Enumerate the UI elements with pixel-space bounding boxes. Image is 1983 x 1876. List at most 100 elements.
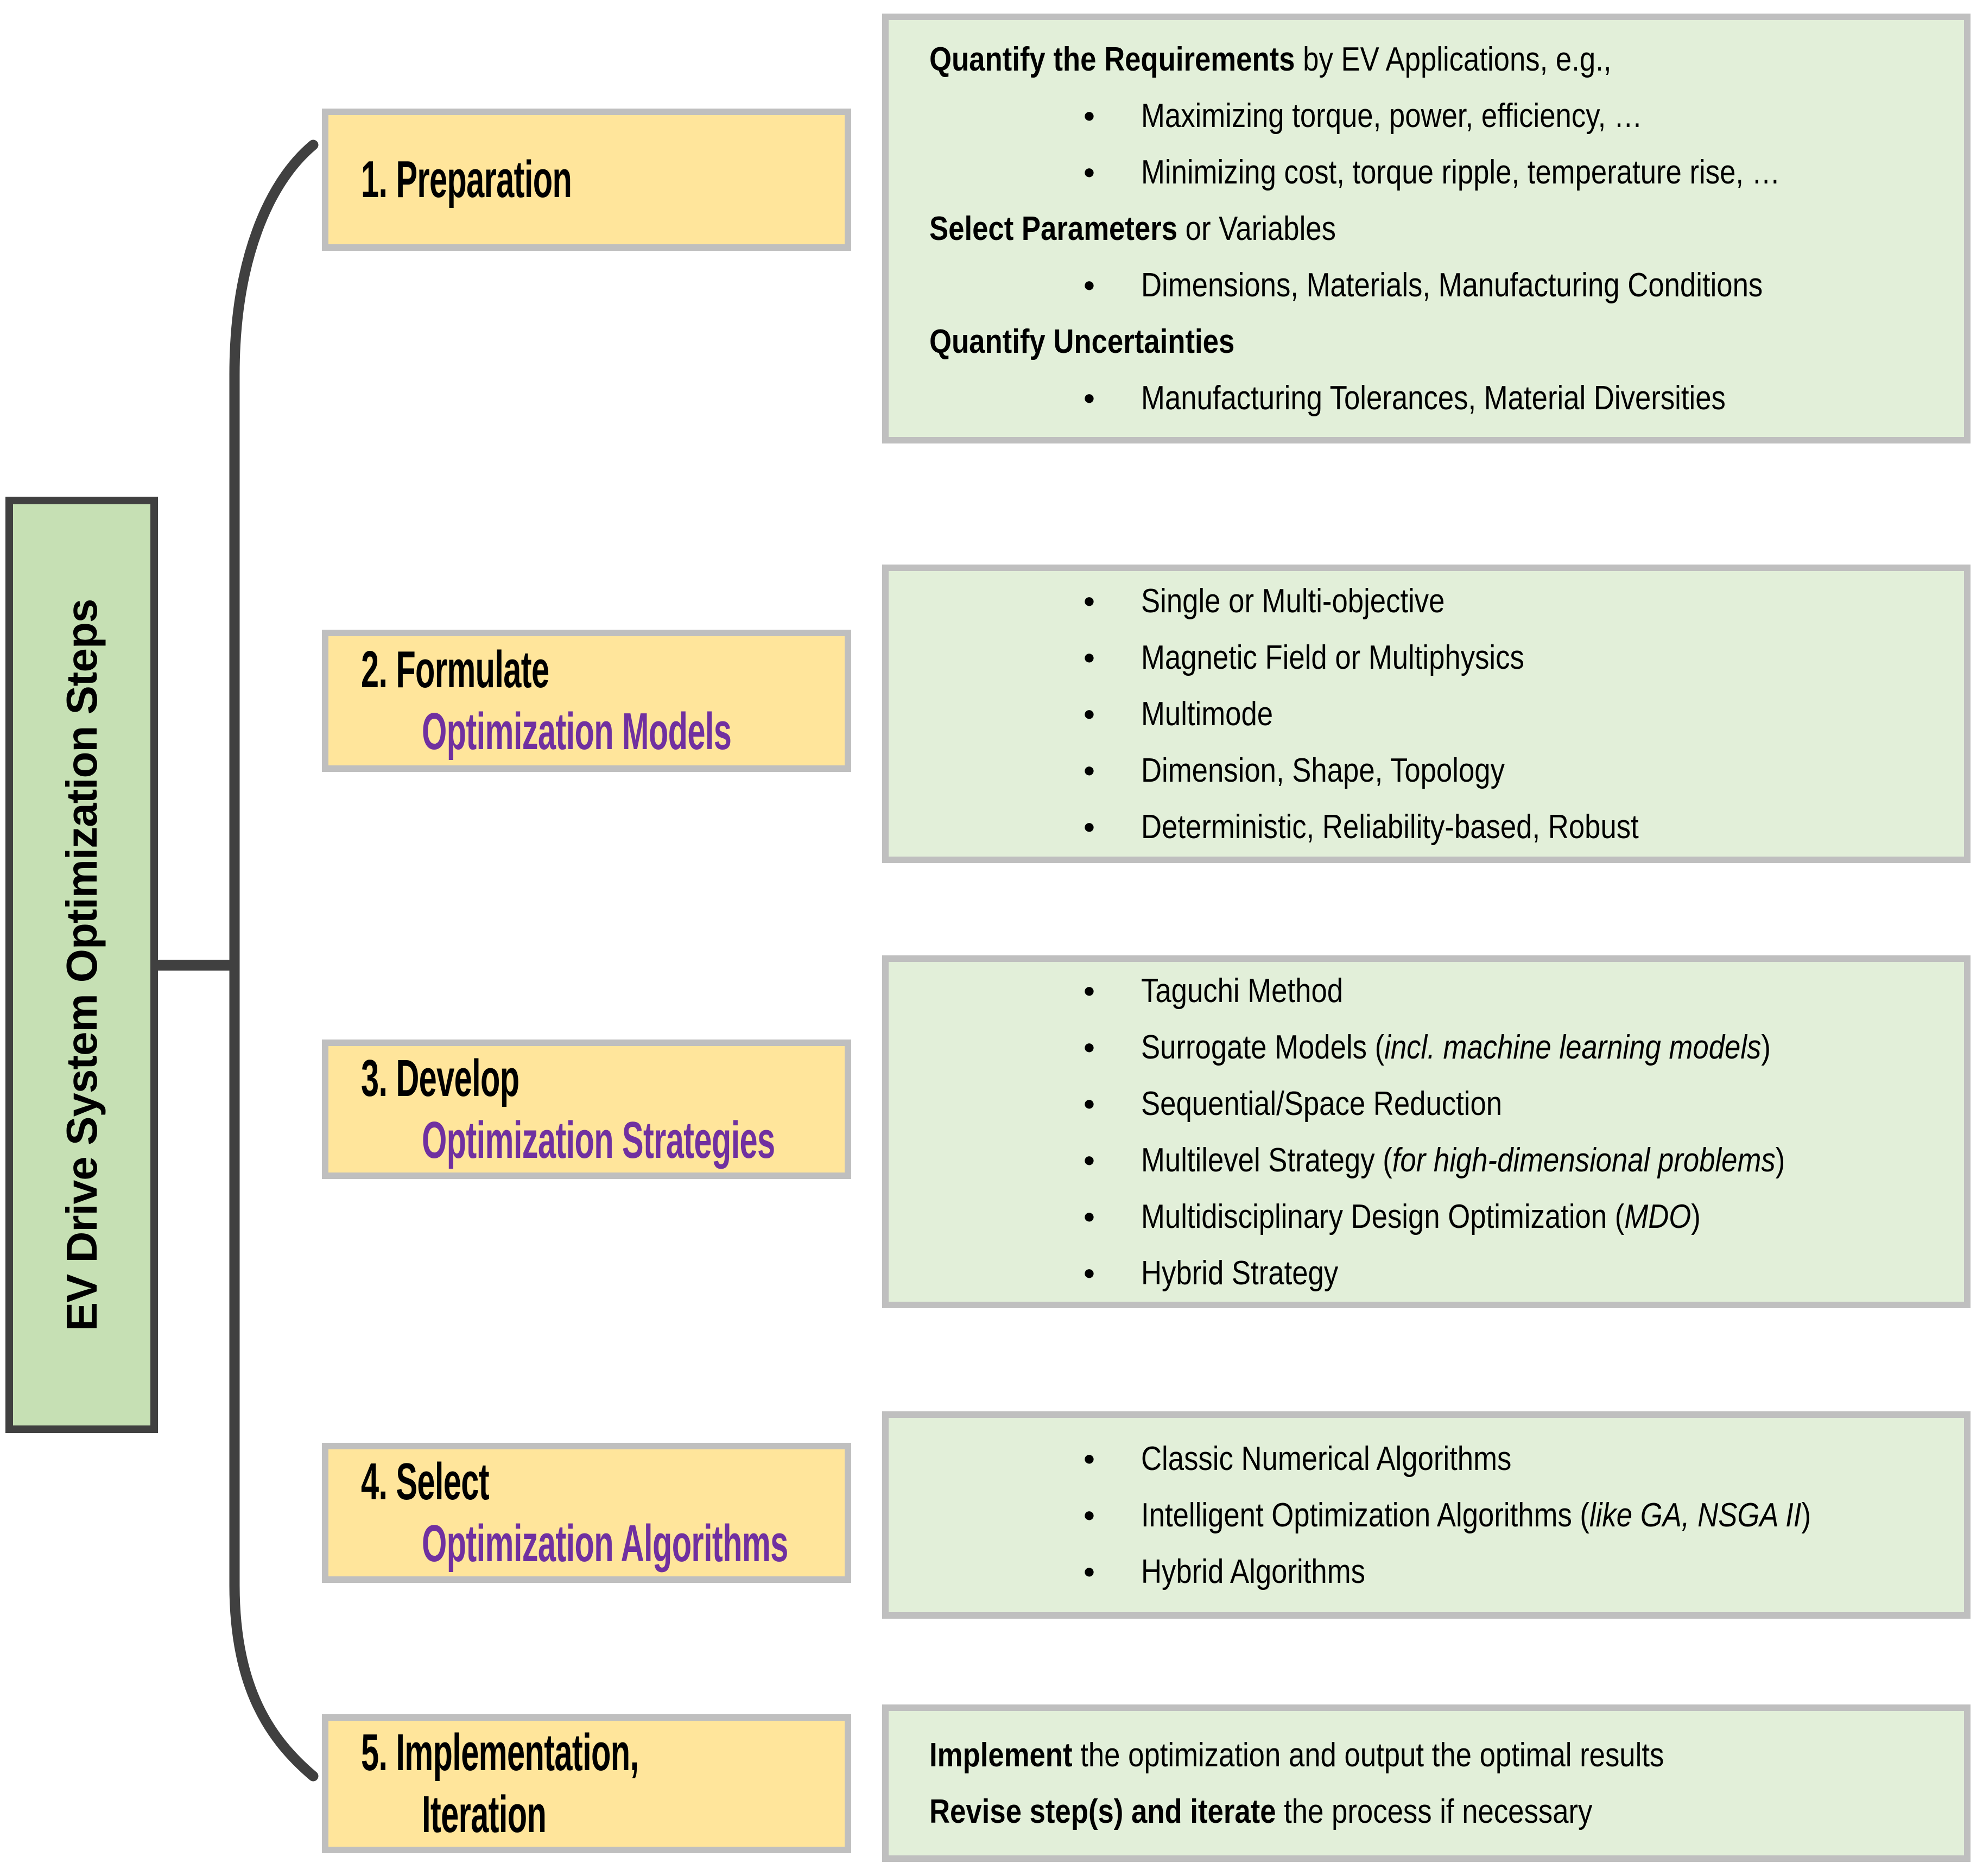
detail-panel-4: ● Classic Numerical Algorithms ●Intelligen…: [882, 1411, 1971, 1619]
side-title-box: EV Drive System Optimization Steps: [5, 497, 158, 1433]
step-title-line: 4. Select: [328, 1451, 845, 1513]
text-run: ): [1691, 1197, 1701, 1235]
text-run: Minimizing cost, torque ripple, temperat…: [1141, 153, 1781, 191]
bullet-icon: ●: [1083, 1504, 1095, 1526]
detail-text: Single or Multi-objective: [1141, 582, 1445, 620]
bullet-icon: ●: [1083, 979, 1095, 1002]
step-title-text: Optimization Models: [422, 702, 732, 760]
detail-line: ● Dimension, Shape, Topology: [889, 742, 1964, 798]
detail-text: Surrogate Models (incl. machine learning…: [1141, 1028, 1771, 1067]
bullet-icon: ●: [1083, 1205, 1095, 1228]
step-title-text: 2. Formulate: [361, 641, 549, 699]
text-run: Multidisciplinary Design Optimization (: [1141, 1197, 1625, 1235]
detail-line: ● Dimensions, Materials, Manufacturing Co…: [889, 257, 1964, 313]
detail-line: Quantify Uncertainties: [889, 313, 1964, 370]
text-run: Implement: [929, 1736, 1073, 1774]
text-run: Classic Numerical Algorithms: [1141, 1440, 1512, 1478]
text-run: for high-dimensional problems: [1392, 1141, 1776, 1179]
text-run: ): [1775, 1141, 1785, 1179]
detail-panel-1: Quantify the Requirements by EV Applicat…: [882, 14, 1971, 443]
text-run: Maximizing torque, power, efficiency, …: [1141, 97, 1643, 135]
detail-line: ● Multidisciplinary Design Optimization (…: [889, 1188, 1964, 1245]
text-run: Hybrid Strategy: [1141, 1254, 1339, 1292]
bullet-icon: ●: [1083, 1560, 1095, 1583]
detail-text: Dimension, Shape, Topology: [1141, 751, 1505, 790]
detail-line: ●Intelligent Optimization Algorithms (li…: [889, 1487, 1964, 1543]
text-run: Magnetic Field or Multiphysics: [1141, 638, 1524, 676]
detail-line: ● Sequential/Space Reduction: [889, 1075, 1964, 1132]
step-title-text: 3. Develop: [361, 1049, 519, 1107]
text-run: Surrogate Models (: [1141, 1028, 1385, 1066]
text-run: Hybrid Algorithms: [1141, 1552, 1365, 1590]
detail-line: ● Deterministic, Reliability-based, Robus…: [889, 798, 1964, 855]
bullet-icon: ●: [1083, 702, 1095, 725]
detail-line: ●Surrogate Models (incl. machine learnin…: [889, 1019, 1964, 1075]
text-run: incl. machine learning models: [1384, 1028, 1762, 1066]
bullet-icon: ●: [1083, 815, 1095, 838]
text-run: Multilevel Strategy (: [1141, 1141, 1392, 1179]
detail-text: Maximizing torque, power, efficiency, …: [1141, 97, 1643, 135]
detail-line: ●Manufacturing Tolerances, Material Dive…: [889, 370, 1964, 426]
text-run: Dimensions, Materials, Manufacturing Con…: [1141, 266, 1763, 304]
step-title-line: 5. Implementation,: [328, 1722, 845, 1784]
bullet-icon: ●: [1083, 161, 1095, 183]
detail-text: Quantify the Requirements by EV Applicat…: [929, 40, 1611, 79]
detail-text: Multimode: [1141, 695, 1273, 733]
step-title-text: 1. Preparation: [361, 150, 572, 208]
step-title-line: Optimization Algorithms: [328, 1513, 845, 1575]
detail-panel-5: Implement the optimization and output th…: [882, 1704, 1971, 1862]
detail-text: Taguchi Method: [1141, 972, 1343, 1010]
detail-line: ● Hybrid Strategy: [889, 1245, 1964, 1301]
bullet-icon: ●: [1083, 1092, 1095, 1115]
step-title-text: Iteration: [422, 1785, 547, 1843]
detail-line: ● Multimode: [889, 686, 1964, 742]
detail-text: Sequential/Space Reduction: [1141, 1085, 1502, 1123]
detail-line: Revise step(s) and iterate the process i…: [889, 1783, 1964, 1840]
detail-text: Minimizing cost, torque ripple, temperat…: [1141, 153, 1780, 192]
bullet-icon: ●: [1083, 1262, 1095, 1284]
step-title-line: Optimization Strategies: [328, 1110, 845, 1171]
detail-line: ● Taguchi Method: [889, 962, 1964, 1019]
detail-text: Revise step(s) and iterate the process i…: [929, 1792, 1592, 1831]
text-run: the process if necessary: [1276, 1792, 1593, 1830]
step-title-line: Iteration: [328, 1784, 845, 1846]
step-title-text: Optimization Strategies: [422, 1111, 775, 1169]
text-run: ): [1801, 1496, 1811, 1534]
detail-line: ● Hybrid Algorithms: [889, 1543, 1964, 1600]
detail-line: Select Parameters or Variables: [889, 200, 1964, 257]
detail-panel-2: ●Single or Multi-objective●Magnetic Fiel…: [882, 565, 1971, 863]
text-run: Revise step(s) and iterate: [929, 1792, 1276, 1830]
text-run: Select Parameters: [929, 210, 1178, 248]
text-run: Taguchi Method: [1141, 972, 1344, 1010]
detail-text: Deterministic, Reliability-based, Robust: [1141, 808, 1639, 846]
text-run: or Variables: [1177, 210, 1336, 248]
bullet-icon: ●: [1083, 759, 1095, 782]
text-run: by EV Applications, e.g.,: [1295, 40, 1612, 78]
detail-text: Hybrid Strategy: [1141, 1254, 1338, 1292]
text-run: Deterministic, Reliability-based, Robust: [1141, 808, 1639, 846]
detail-line: ● Multilevel Strategy (for high-dimension…: [889, 1132, 1964, 1188]
text-run: Sequential/Space Reduction: [1141, 1085, 1503, 1123]
text-run: MDO: [1624, 1197, 1691, 1235]
side-title-label: EV Drive System Optimization Steps: [57, 599, 106, 1331]
detail-line: Implement the optimization and output th…: [889, 1727, 1964, 1783]
step-title-line: 2. Formulate: [328, 639, 845, 701]
bullet-icon: ●: [1083, 274, 1095, 296]
detail-line: ●Magnetic Field or Multiphysics: [889, 629, 1964, 686]
detail-text: Dimensions, Materials, Manufacturing Con…: [1141, 266, 1763, 305]
text-run: Multimode: [1141, 695, 1274, 733]
detail-text: Hybrid Algorithms: [1141, 1552, 1365, 1591]
bracket-curve: [229, 140, 319, 1782]
bullet-icon: ●: [1083, 104, 1095, 127]
step-title-text: 5. Implementation,: [361, 1723, 639, 1782]
text-run: the optimization and output the optimal …: [1072, 1736, 1664, 1774]
step-title-line: Optimization Models: [328, 701, 845, 763]
detail-text: Multilevel Strategy (for high-dimensiona…: [1141, 1141, 1785, 1180]
text-run: Dimension, Shape, Topology: [1141, 751, 1505, 789]
bullet-icon: ●: [1083, 1149, 1095, 1171]
detail-text: Quantify Uncertainties: [929, 322, 1234, 361]
detail-text: Classic Numerical Algorithms: [1141, 1440, 1511, 1478]
